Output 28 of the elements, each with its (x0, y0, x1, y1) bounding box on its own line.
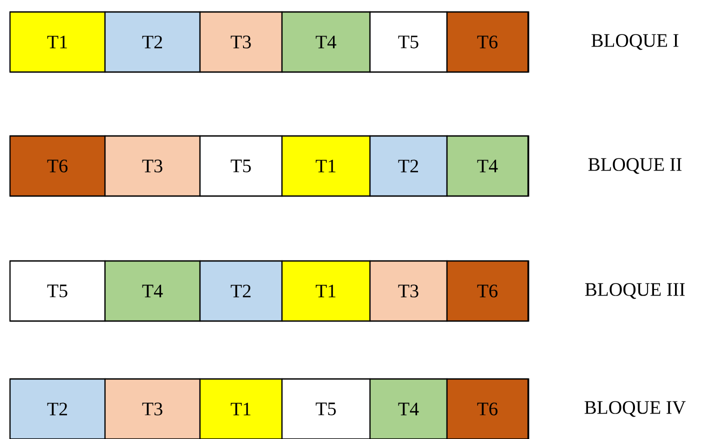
treatment-cell: T4 (281, 11, 371, 73)
treatment-cell: T5 (9, 260, 106, 322)
treatment-cell: T3 (104, 378, 201, 439)
treatment-cell: T1 (199, 378, 283, 439)
block-label: BLOQUE II (588, 158, 682, 174)
treatment-cell: T2 (199, 260, 283, 322)
treatment-cell: T1 (9, 11, 106, 73)
treatment-cell: T3 (369, 260, 448, 322)
block-label: BLOQUE III (585, 283, 685, 299)
treatment-cell: T4 (369, 378, 448, 439)
block-label: BLOQUE IV (584, 401, 686, 417)
treatment-cell: T3 (199, 11, 283, 73)
treatment-cell: T1 (281, 135, 371, 197)
treatment-cell: T6 (446, 11, 529, 73)
treatment-cell: T2 (369, 135, 448, 197)
treatment-cell: T6 (9, 135, 106, 197)
block-label: BLOQUE I (591, 34, 678, 50)
treatment-cell: T6 (446, 260, 529, 322)
treatment-cell: T4 (446, 135, 529, 197)
treatment-cell: T5 (369, 11, 448, 73)
treatment-cell: T6 (446, 378, 529, 439)
treatment-cell: T2 (9, 378, 106, 439)
treatment-cell: T4 (104, 260, 201, 322)
treatment-cell: T5 (281, 378, 371, 439)
treatment-cell: T1 (281, 260, 371, 322)
treatment-cell: T3 (104, 135, 201, 197)
treatment-cell: T2 (104, 11, 201, 73)
treatment-cell: T5 (199, 135, 283, 197)
